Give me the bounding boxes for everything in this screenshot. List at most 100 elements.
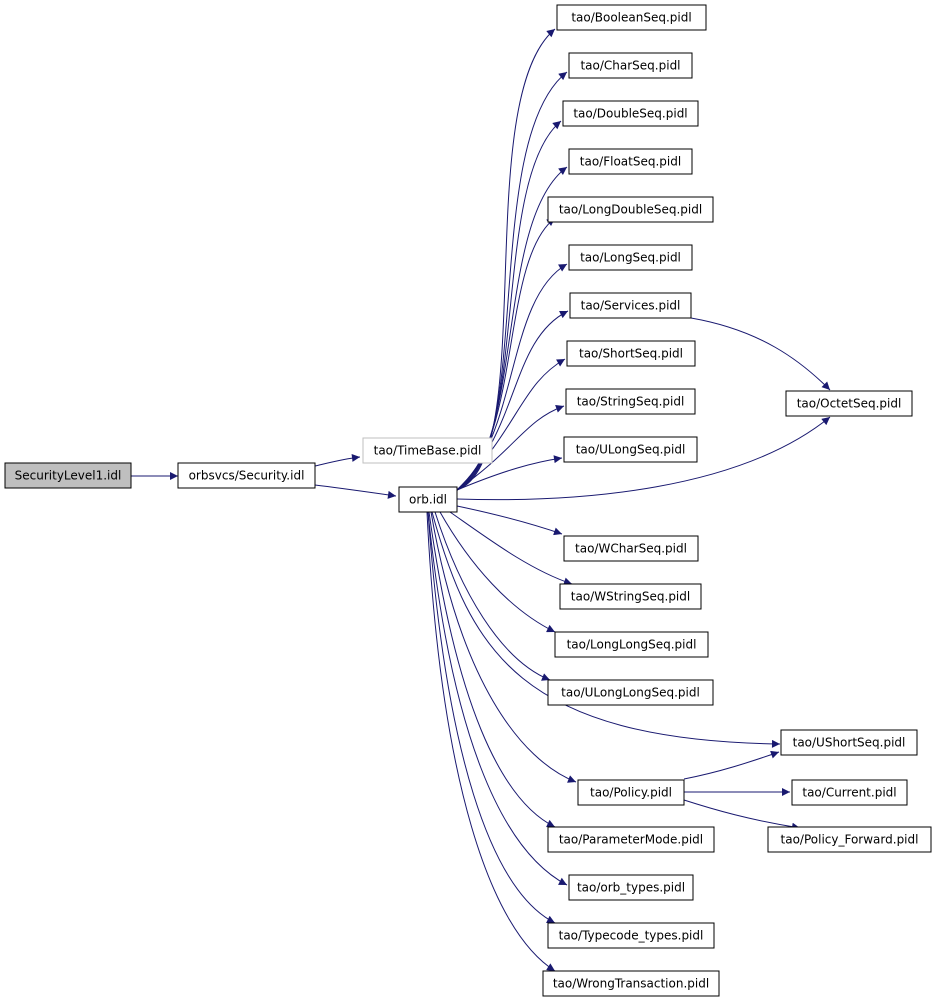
node-label: tao/TimeBase.pidl xyxy=(374,444,482,458)
node-ulonglongseq[interactable]: tao/ULongLongSeq.pidl xyxy=(547,679,714,706)
node-box xyxy=(568,244,693,271)
node-label: tao/FloatSeq.pidl xyxy=(580,155,681,169)
edge-services-to-octetseq xyxy=(690,317,831,391)
edge-orb-to-octetseq xyxy=(456,416,831,501)
node-box xyxy=(563,436,698,463)
node-label: orb.idl xyxy=(409,493,447,507)
node-timebase[interactable]: tao/TimeBase.pidl xyxy=(362,437,493,464)
node-box xyxy=(362,437,493,464)
node-box xyxy=(398,486,458,513)
edge-orb-to-longlongseq xyxy=(439,511,556,633)
node-wcharseq[interactable]: tao/WCharSeq.pidl xyxy=(563,535,699,562)
node-ulongseq[interactable]: tao/ULongSeq.pidl xyxy=(563,436,698,463)
node-policy[interactable]: tao/Policy.pidl xyxy=(577,779,685,806)
node-charseq[interactable]: tao/CharSeq.pidl xyxy=(568,52,693,79)
node-label: tao/Current.pidl xyxy=(802,786,896,800)
node-box xyxy=(556,4,707,31)
node-box xyxy=(568,874,694,901)
node-box xyxy=(547,196,714,223)
node-longseq[interactable]: tao/LongSeq.pidl xyxy=(568,244,693,271)
node-orb-types[interactable]: tao/orb_types.pidl xyxy=(568,874,694,901)
node-box xyxy=(780,729,918,756)
node-box xyxy=(563,535,699,562)
node-floatseq[interactable]: tao/FloatSeq.pidl xyxy=(568,148,693,175)
node-box xyxy=(569,292,692,319)
edge-security-to-orb xyxy=(314,484,397,499)
node-box xyxy=(568,52,693,79)
node-label: tao/UShortSeq.pidl xyxy=(793,736,906,750)
node-doubleseq[interactable]: tao/DoubleSeq.pidl xyxy=(562,100,699,127)
node-stringseq[interactable]: tao/StringSeq.pidl xyxy=(565,388,696,415)
node-label: tao/LongLongSeq.pidl xyxy=(567,638,697,652)
edge-orb-to-wrongtransaction xyxy=(426,511,556,972)
node-octetseq[interactable]: tao/OctetSeq.pidl xyxy=(785,390,913,417)
node-security[interactable]: orbsvcs/Security.idl xyxy=(177,462,316,489)
node-securitylevel1[interactable]: SecurityLevel1.idl xyxy=(4,462,132,489)
node-box xyxy=(554,631,709,658)
node-policy-forward[interactable]: tao/Policy_Forward.pidl xyxy=(767,826,932,853)
node-label: tao/ShortSeq.pidl xyxy=(579,347,683,361)
node-booleanseq[interactable]: tao/BooleanSeq.pidl xyxy=(556,4,707,31)
edge-orb-to-ushortseq xyxy=(431,511,781,748)
node-box xyxy=(177,462,316,489)
node-label: tao/WrongTransaction.pidl xyxy=(553,977,709,991)
edge-orb-to-doubleseq xyxy=(456,120,562,491)
node-box xyxy=(568,148,693,175)
node-label: tao/OctetSeq.pidl xyxy=(797,397,902,411)
edge-orb-to-shortseq xyxy=(456,358,566,491)
node-label: tao/BooleanSeq.pidl xyxy=(571,11,691,25)
node-orb[interactable]: orb.idl xyxy=(398,486,458,513)
node-label: orbsvcs/Security.idl xyxy=(189,469,305,483)
node-box xyxy=(4,462,132,489)
edge-orb-to-charseq xyxy=(456,71,568,491)
node-label: tao/ParameterMode.pidl xyxy=(559,833,703,847)
node-ushortseq[interactable]: tao/UShortSeq.pidl xyxy=(780,729,918,756)
node-label: tao/ULongSeq.pidl xyxy=(576,443,686,457)
node-shortseq[interactable]: tao/ShortSeq.pidl xyxy=(566,340,696,367)
node-box xyxy=(785,390,913,417)
node-box xyxy=(547,922,715,949)
edge-orb-to-wstringseq xyxy=(449,511,573,586)
node-label: tao/CharSeq.pidl xyxy=(580,59,680,73)
node-label: tao/ULongLongSeq.pidl xyxy=(561,686,700,700)
node-longlongseq[interactable]: tao/LongLongSeq.pidl xyxy=(554,631,709,658)
edge-orb-to-parametermode xyxy=(428,511,556,828)
node-label: tao/Typecode_types.pidl xyxy=(559,929,704,943)
node-box xyxy=(565,388,696,415)
edge-orb-to-services xyxy=(456,310,569,491)
node-longdoubleseq[interactable]: tao/LongDoubleSeq.pidl xyxy=(547,196,714,223)
edge-orb-to-policy xyxy=(430,511,577,783)
edge-policy-to-policy_forward xyxy=(683,799,801,831)
node-current[interactable]: tao/Current.pidl xyxy=(791,779,908,806)
edge-orb-to-wcharseq xyxy=(456,505,563,536)
node-wstringseq[interactable]: tao/WStringSeq.pidl xyxy=(559,583,702,610)
dependency-edges xyxy=(130,28,831,972)
node-box xyxy=(547,679,714,706)
edge-orb-to-longseq xyxy=(456,263,568,491)
node-box xyxy=(562,100,699,127)
node-box xyxy=(767,826,932,853)
node-label: tao/WCharSeq.pidl xyxy=(575,542,687,556)
node-box xyxy=(559,583,702,610)
node-label: tao/Policy_Forward.pidl xyxy=(781,833,919,847)
edge-policy-to-ushortseq xyxy=(683,750,780,780)
edge-orb-to-ulonglongseq xyxy=(434,511,551,681)
node-parametermode[interactable]: tao/ParameterMode.pidl xyxy=(547,826,715,853)
node-services[interactable]: tao/Services.pidl xyxy=(569,292,692,319)
node-typecode-types[interactable]: tao/Typecode_types.pidl xyxy=(547,922,715,949)
node-wrongtransaction[interactable]: tao/WrongTransaction.pidl xyxy=(542,970,720,997)
edge-orb-to-ulongseq xyxy=(456,455,563,491)
edge-orb-to-orb_types xyxy=(427,511,568,886)
node-box xyxy=(542,970,720,997)
node-label: tao/LongDoubleSeq.pidl xyxy=(559,203,702,217)
node-box xyxy=(566,340,696,367)
node-label: tao/LongSeq.pidl xyxy=(580,251,681,265)
node-label: tao/Services.pidl xyxy=(581,299,681,313)
node-label: tao/StringSeq.pidl xyxy=(577,395,685,409)
node-box xyxy=(547,826,715,853)
edge-orb-to-booleanseq xyxy=(456,28,556,491)
node-label: tao/orb_types.pidl xyxy=(577,881,685,895)
node-label: tao/WStringSeq.pidl xyxy=(571,590,690,604)
edge-security-to-timebase xyxy=(314,453,361,467)
